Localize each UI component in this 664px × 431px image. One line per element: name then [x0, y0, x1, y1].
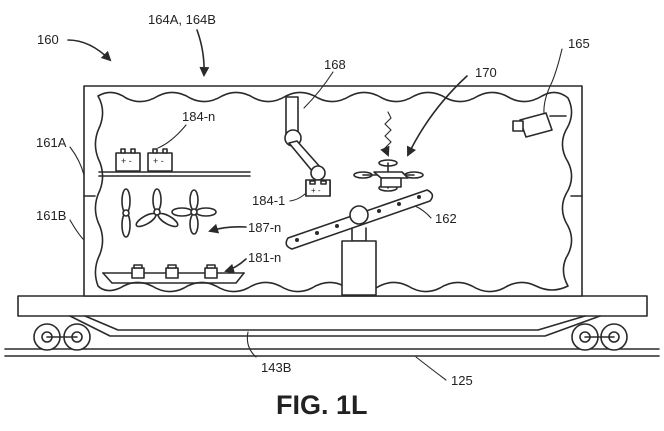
rail-track [4, 348, 660, 357]
propeller-2-blade [121, 188, 131, 238]
label-propellers: 187-n [248, 220, 281, 235]
label-held-battery: 184-1 [252, 193, 285, 208]
wheel-set-left [33, 323, 91, 351]
signal-squiggle [380, 111, 392, 157]
label-motors: 181-n [248, 250, 281, 265]
container-box [83, 85, 583, 297]
label-rail: 125 [451, 373, 473, 388]
svg-text:+ -: + - [311, 186, 321, 195]
propeller-4-blade [171, 189, 217, 235]
label-conveyor: 162 [435, 211, 457, 226]
label-battery-set: 184-n [182, 109, 215, 124]
wheel-set-right [571, 323, 628, 351]
label-robot-arm: 168 [324, 57, 346, 72]
robot-arm: + - [284, 96, 331, 197]
label-railcar-floor: 143B [261, 360, 291, 375]
svg-text:+ -: + - [153, 156, 164, 166]
drone [353, 159, 424, 192]
propeller-3-blade [135, 188, 179, 228]
motor-tray [102, 264, 245, 284]
propeller-set [121, 188, 217, 238]
conveyor [285, 189, 434, 296]
cutaway-outline [94, 91, 573, 293]
camera [512, 112, 567, 138]
label-wall-b: 161B [36, 208, 66, 223]
svg-text:+ -: + - [121, 156, 132, 166]
label-system: 160 [37, 32, 59, 47]
label-container-top: 164A, 164B [148, 12, 216, 27]
leader-lines [67, 29, 563, 381]
battery-shelf: + - + - [98, 148, 251, 177]
label-drone: 170 [475, 65, 497, 80]
label-camera: 165 [568, 36, 590, 51]
railcar-chassis [17, 295, 648, 337]
label-wall-a: 161A [36, 135, 67, 150]
figure-caption: FIG. 1L [276, 390, 368, 420]
